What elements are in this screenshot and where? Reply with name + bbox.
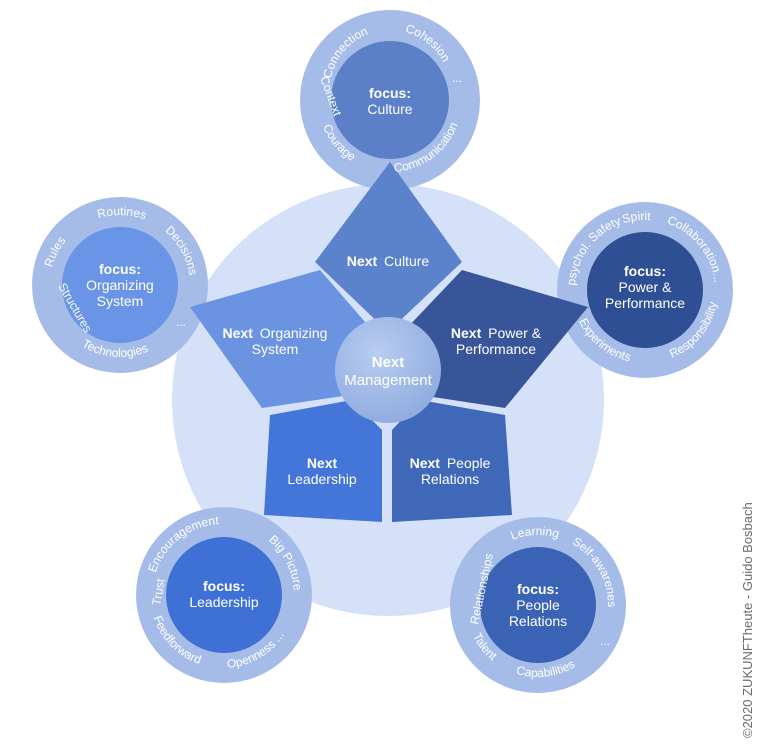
segment-leadership-line2: Leadership xyxy=(287,471,356,487)
segment-power-title: Next Power & xyxy=(451,325,542,341)
ring-culture-word-3: ... xyxy=(452,71,462,85)
focus-leadership-line1: Leadership xyxy=(189,594,258,610)
ring-organizing-word-1: Routines xyxy=(96,204,149,222)
segment-culture-title: Next Culture xyxy=(347,253,430,269)
focus-culture-circle xyxy=(300,10,480,190)
segment-power-line2: Performance xyxy=(456,341,536,357)
focus-people-circle xyxy=(450,517,626,693)
focus-power-label: focus: xyxy=(624,263,666,279)
center-line1: Next xyxy=(372,354,405,371)
segment-leadership-title: Next xyxy=(307,455,338,471)
segment-leadership xyxy=(264,400,382,522)
focus-organizing-circle xyxy=(32,197,208,373)
focus-culture-label: focus: xyxy=(369,85,411,101)
segment-people xyxy=(392,400,512,522)
focus-power-line2: Performance xyxy=(605,295,685,311)
ring-people-word-3: ... xyxy=(600,634,610,648)
segment-culture xyxy=(315,162,462,332)
segment-power xyxy=(405,270,588,408)
segment-organizing-line2: System xyxy=(252,341,299,357)
focus-people-line1: People xyxy=(516,597,560,613)
focus-leadership-label: focus: xyxy=(203,578,245,594)
copyright-text: ©2020 ZUKUNFTheute - Guido Bosbach xyxy=(740,502,755,738)
segment-organizing xyxy=(190,270,372,408)
focus-power-line1: Power & xyxy=(619,279,673,295)
segment-organizing-title: Next Organizing xyxy=(223,325,328,341)
segment-people-line2: Relations xyxy=(421,471,479,487)
focus-organizing-label: focus: xyxy=(99,261,141,277)
segment-people-title: Next People xyxy=(410,455,491,471)
focus-people-line2: Relations xyxy=(509,613,567,629)
ring-leadership-word-5: Trust xyxy=(149,577,168,607)
focus-organizing-line1: Organizing xyxy=(86,277,154,293)
focus-culture-line1: Culture xyxy=(367,101,412,117)
focus-power-circle xyxy=(557,202,733,378)
focus-leadership-circle xyxy=(136,507,312,683)
focus-people-label: focus: xyxy=(517,581,559,597)
ring-people-word-1: Learning xyxy=(509,524,561,543)
ring-power-word-2: Spirit xyxy=(621,209,652,226)
ring-organizing-word-3: ... xyxy=(176,315,186,329)
focus-organizing-line2: System xyxy=(97,293,144,309)
center-circle xyxy=(335,317,441,423)
center-line2: Management xyxy=(344,372,432,389)
